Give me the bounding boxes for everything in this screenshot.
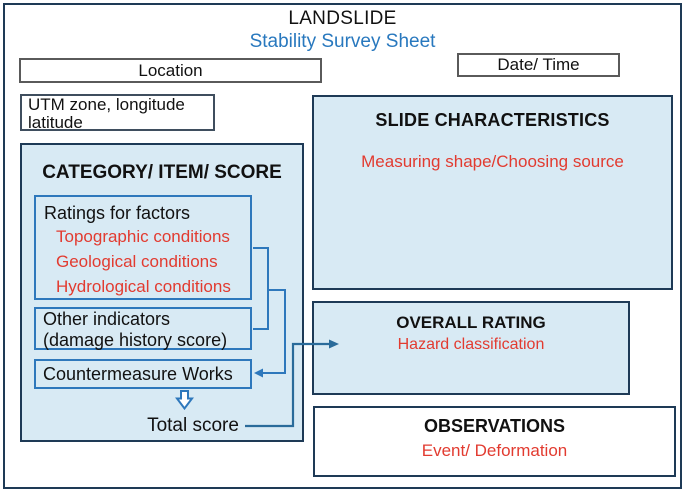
observations-note: Event/ Deformation — [421, 441, 568, 460]
overall-rating-panel: OVERALL RATING Hazard classification — [312, 301, 630, 395]
rating-item-hydrological: Hydrological conditions — [56, 277, 231, 296]
countermeasure-box: Countermeasure Works — [34, 359, 252, 389]
outer-frame — [3, 3, 682, 489]
overall-rating-note: Hazard classification — [397, 336, 545, 353]
location-field: Location — [19, 58, 322, 83]
page-subtitle: Stability Survey Sheet — [249, 31, 436, 52]
ratings-title: Ratings for factors — [44, 203, 191, 223]
total-score-label: Total score — [147, 415, 239, 436]
rating-item-topographic: Topographic conditions — [56, 227, 230, 246]
observations-title: OBSERVATIONS — [423, 416, 566, 436]
date-time-field: Date/ Time — [457, 53, 620, 77]
observations-panel: OBSERVATIONS Event/ Deformation — [313, 406, 676, 477]
rating-item-geological: Geological conditions — [56, 252, 218, 271]
slide-characteristics-title: SLIDE CHARACTERISTICS — [375, 110, 610, 130]
page-title: LANDSLIDE — [288, 8, 397, 29]
utm-field: UTM zone, longitude latitude — [20, 94, 215, 132]
overall-rating-title: OVERALL RATING — [396, 313, 546, 332]
category-panel-title: CATEGORY/ ITEM/ SCORE — [42, 162, 282, 183]
other-indicators-box: Other indicators (damage history score) — [34, 307, 252, 350]
slide-characteristics-panel: SLIDE CHARACTERISTICS Measuring shape/Ch… — [312, 95, 673, 290]
slide-characteristics-note: Measuring shape/Choosing source — [361, 152, 624, 171]
ratings-box: Ratings for factors Topographic conditio… — [34, 195, 252, 300]
